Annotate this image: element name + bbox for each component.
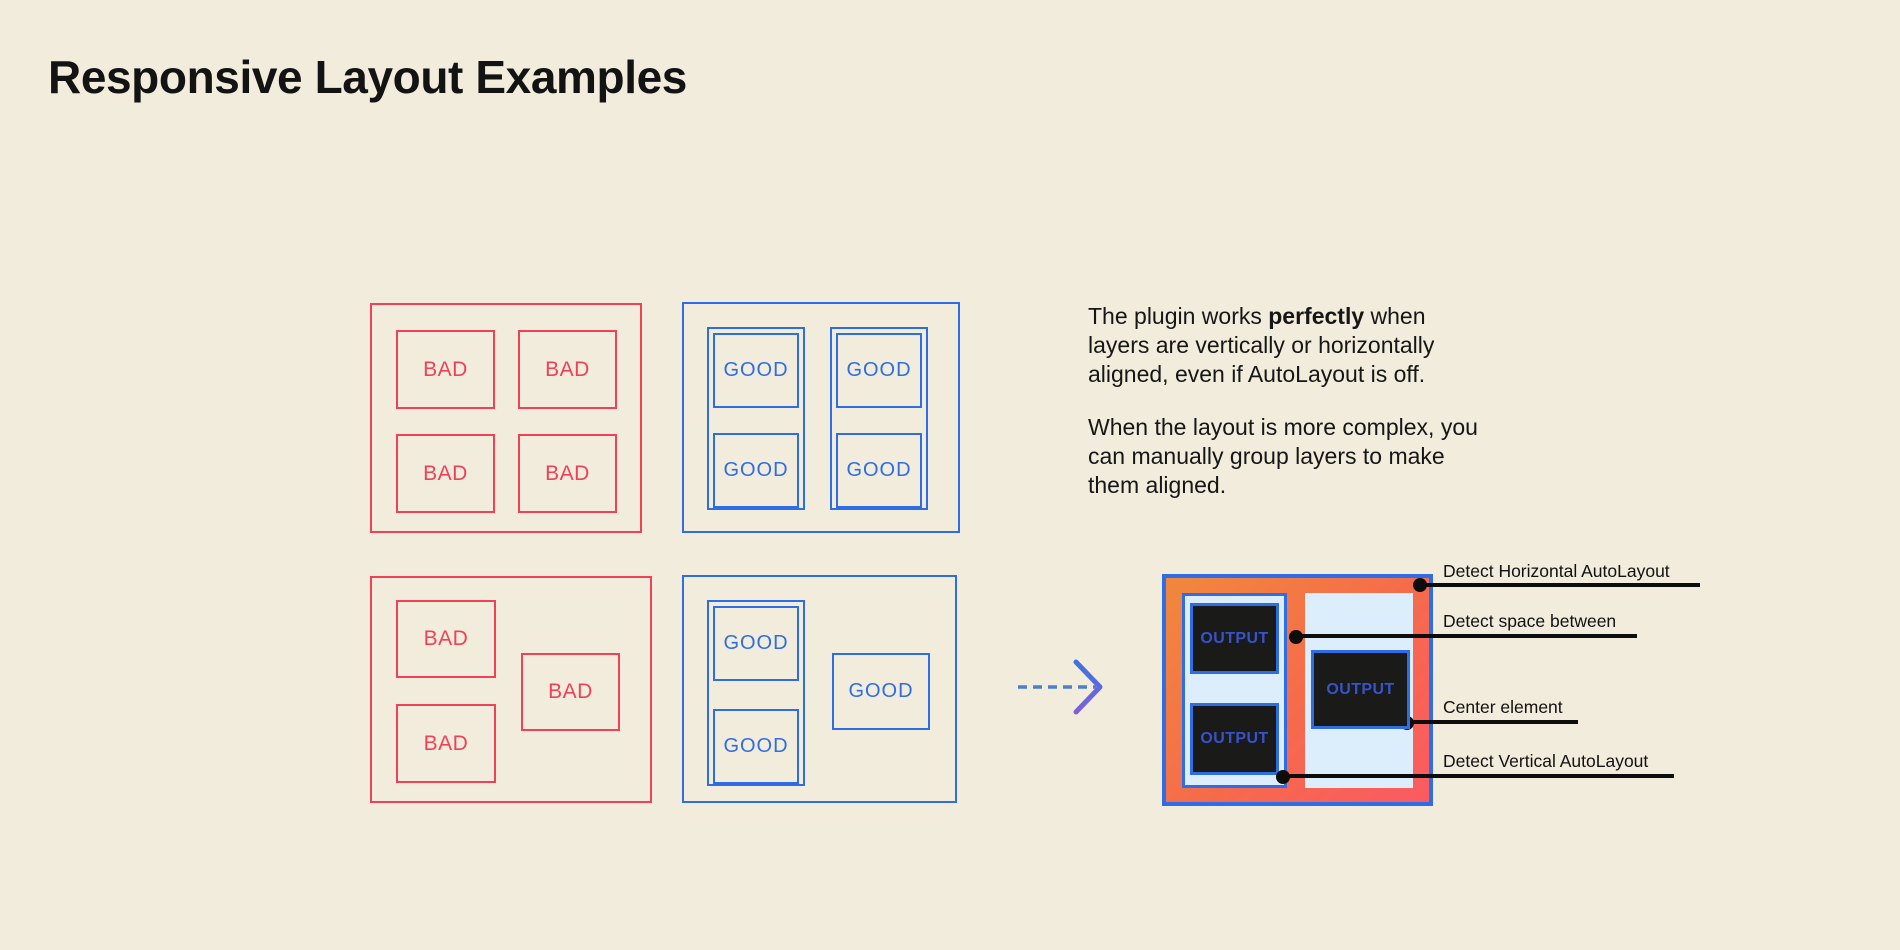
good-box: GOOD [836,333,922,408]
autolayout-group-left: OUTPUT OUTPUT [1182,593,1287,788]
annotation-label: Detect space between [1443,611,1617,631]
annotation-label: Detect Vertical AutoLayout [1443,751,1649,771]
description-bold-text: perfectly [1268,303,1365,329]
annotation-line [1420,583,1700,587]
output-diagram: OUTPUT OUTPUT OUTPUT [1162,574,1433,806]
good-box: GOOD [836,433,922,508]
good-box: GOOD [713,433,799,508]
output-box: OUTPUT [1190,703,1279,775]
annotation-line [1283,774,1674,778]
bad-example-misaligned: BAD BAD BAD [370,576,652,803]
good-example-aligned: GOOD GOOD GOOD GOOD [682,302,960,533]
bad-box: BAD [396,600,496,678]
output-box-center: OUTPUT [1311,650,1410,729]
bad-box: BAD [518,330,617,409]
bad-box: BAD [396,434,495,513]
annotation-label: Detect Horizontal AutoLayout [1443,561,1670,581]
good-example-misaligned: GOOD GOOD GOOD [682,575,957,803]
good-box: GOOD [832,653,930,730]
output-box: OUTPUT [1190,603,1279,674]
bad-box: BAD [521,653,620,731]
description: The plugin works perfectly when layers a… [1088,302,1588,524]
good-group-column: GOOD GOOD [707,327,805,510]
page-title: Responsive Layout Examples [48,51,687,103]
annotation-label: Center element [1443,697,1563,717]
good-box: GOOD [713,333,799,408]
bad-box: BAD [396,330,495,409]
bad-box: BAD [396,704,496,783]
good-group-column: GOOD GOOD [707,600,805,786]
description-text: when layers are vertically or horizontal… [1088,303,1435,387]
description-text: The plugin works [1088,303,1269,329]
arrow-icon [1018,659,1103,715]
bad-box: BAD [518,434,617,513]
good-box: GOOD [713,709,799,784]
description-paragraph-1: The plugin works perfectly when layers a… [1088,302,1588,389]
description-paragraph-2: When the layout is more complex, you can… [1088,414,1478,498]
annotation-line [1407,720,1578,724]
good-group-column: GOOD GOOD [830,327,928,510]
good-box: GOOD [713,606,799,681]
bad-example-aligned: BAD BAD BAD BAD [370,303,642,533]
annotation-line [1296,634,1637,638]
